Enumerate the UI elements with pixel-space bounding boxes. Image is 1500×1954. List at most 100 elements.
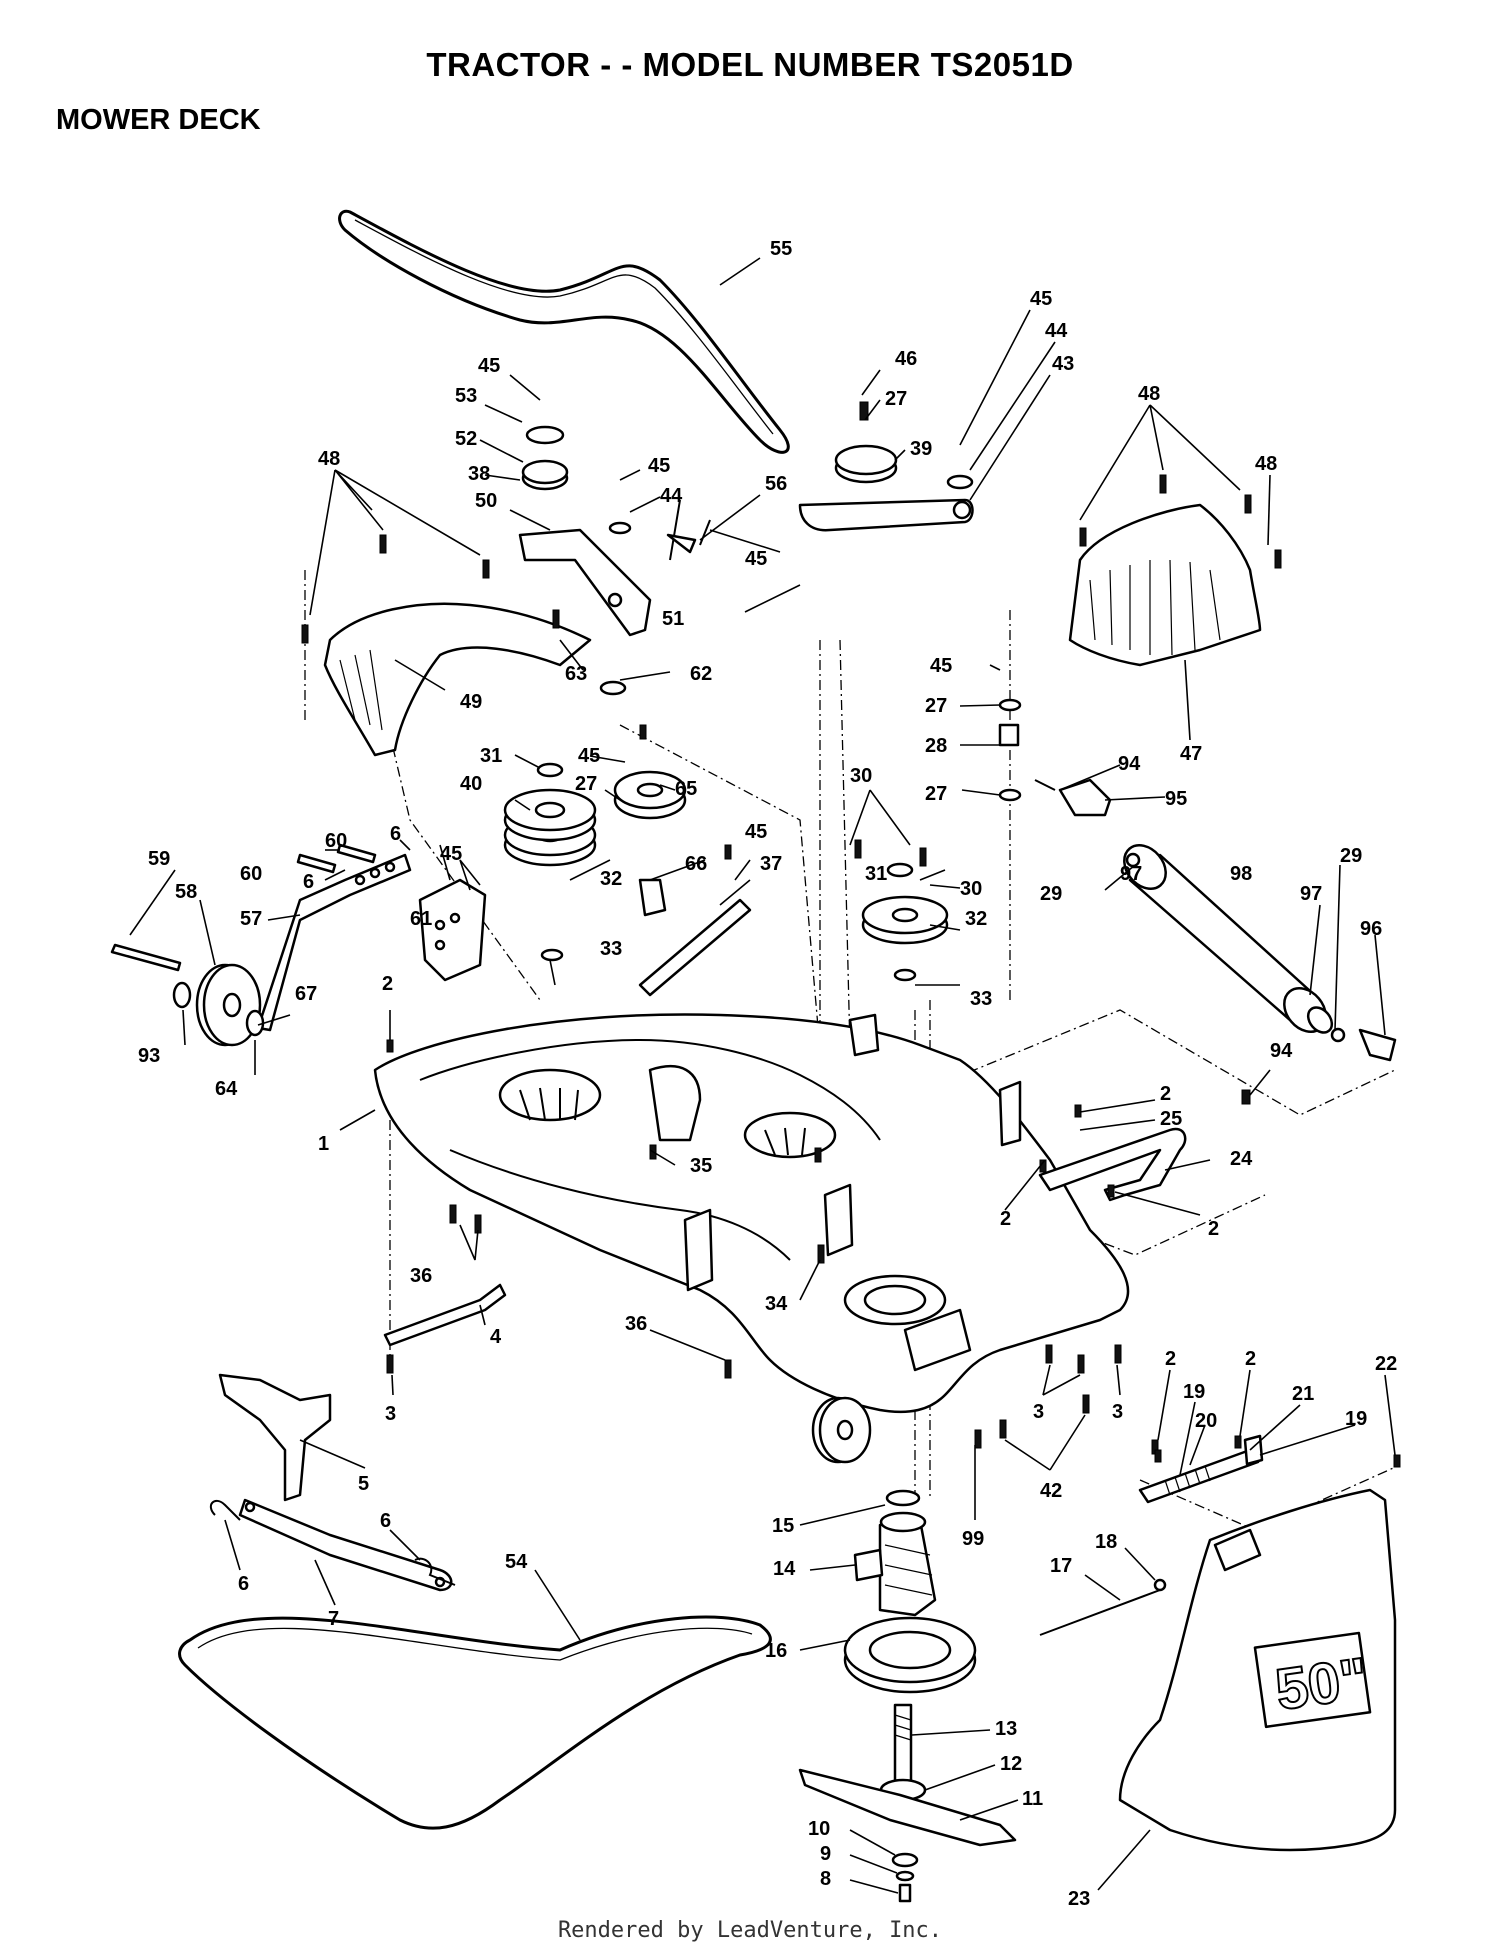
callout-6: 6 [390,823,401,845]
callout-99: 99 [962,1528,984,1550]
mower-deck-1 [373,1013,1130,1414]
deck-hanger-24 [1038,1127,1187,1202]
callout-6: 6 [380,1510,391,1532]
callout-36: 36 [625,1313,647,1335]
callout-2: 2 [382,973,393,995]
callout-48: 48 [318,448,340,470]
callout-57: 57 [240,908,262,930]
callout-48: 48 [1138,383,1160,405]
callout-10: 10 [808,1818,830,1840]
callout-28: 28 [925,735,947,757]
callout-labels: 55 45 44 43 46 27 45 53 52 38 45 44 56 3… [138,238,1397,1910]
callout-59: 59 [148,848,170,870]
callout-3: 3 [1112,1401,1123,1423]
blade-hardware [891,1852,919,1903]
callout-8: 8 [820,1868,831,1890]
callout-14: 14 [773,1558,796,1580]
callout-1: 1 [318,1133,329,1155]
callout-44: 44 [1045,320,1068,342]
callout-25: 25 [1160,1108,1182,1130]
callout-12: 12 [1000,1753,1022,1775]
callout-45: 45 [745,821,767,843]
callout-66: 66 [685,853,707,875]
callout-56: 56 [765,473,787,495]
callout-52: 52 [455,428,477,450]
callout-96: 96 [1360,918,1382,940]
callout-30: 30 [850,765,872,787]
callout-19: 19 [1345,1408,1367,1430]
mower-blade-11 [798,1768,1017,1847]
callout-94: 94 [1118,753,1141,775]
callout-39: 39 [910,438,932,460]
upper-belt-55 [338,209,790,454]
callout-2: 2 [1165,1348,1176,1370]
callout-27: 27 [925,695,947,717]
lower-belt-54 [178,1615,772,1830]
fasteners [301,401,1401,1468]
discharge-chute-23: 50" [1039,1488,1397,1852]
callout-7: 7 [328,1608,339,1630]
callout-63: 63 [565,663,587,685]
callout-64: 64 [215,1078,238,1100]
callout-31: 31 [480,745,502,767]
deck-pulleys [503,762,949,982]
callout-40: 40 [460,773,482,795]
left-belt-cover-49 [323,602,592,757]
anti-scalp-roller-98 [1123,844,1397,1062]
callout-45: 45 [578,745,600,767]
deck-wheel [811,1396,872,1464]
callout-17: 17 [1050,1555,1072,1577]
page-title: TRACTOR - - MODEL NUMBER TS2051D [426,46,1074,83]
callout-93: 93 [138,1045,160,1067]
callout-2: 2 [1000,1208,1011,1230]
pulley-hardware-top [521,425,1022,802]
callout-94: 94 [1270,1040,1293,1062]
callout-45: 45 [648,455,670,477]
callout-67: 67 [295,983,317,1005]
callout-62: 62 [690,663,712,685]
callout-31: 31 [865,863,887,885]
callout-32: 32 [965,908,987,930]
front-bracket-5 [218,1373,332,1502]
callout-29: 29 [1340,845,1362,867]
spindle-housing-14 [853,1489,937,1617]
callout-58: 58 [175,881,197,903]
callout-22: 22 [1375,1353,1397,1375]
callout-11: 11 [1022,1788,1043,1810]
callout-24: 24 [1230,1148,1253,1170]
callout-42: 42 [1040,1480,1062,1502]
callout-38: 38 [468,463,490,485]
brackets-37-66 [638,878,752,997]
callout-55: 55 [770,238,792,260]
footer-credit: Rendered by LeadVenture, Inc. [557,1918,943,1943]
callout-61: 61 [410,908,432,930]
callout-6: 6 [238,1573,249,1595]
callout-60: 60 [240,863,262,885]
callout-95: 95 [1165,788,1187,810]
callout-35: 35 [690,1155,712,1177]
callout-21: 21 [1292,1383,1314,1405]
callout-36: 36 [410,1265,432,1287]
callout-98: 98 [1230,863,1252,885]
callout-2: 2 [1245,1348,1256,1370]
spindle-shaft-13 [879,1703,927,1802]
callout-60: 60 [325,830,347,852]
deck-link-4 [383,1283,507,1347]
bracket-61 [418,878,487,982]
callout-45: 45 [1030,288,1052,310]
callout-15: 15 [772,1515,794,1537]
callout-54: 54 [505,1551,528,1573]
callout-45: 45 [478,355,500,377]
callout-16: 16 [765,1640,787,1662]
callout-27: 27 [925,783,947,805]
chute-decal-text: 50" [1272,1646,1372,1723]
blade-guard-16 [843,1616,977,1694]
callout-19: 19 [1183,1381,1205,1403]
callout-50: 50 [475,490,497,512]
callout-23: 23 [1068,1888,1090,1910]
callout-5: 5 [358,1473,369,1495]
idler-bracket-50 [518,528,652,637]
callout-3: 3 [1033,1401,1044,1423]
callout-97: 97 [1120,863,1142,885]
